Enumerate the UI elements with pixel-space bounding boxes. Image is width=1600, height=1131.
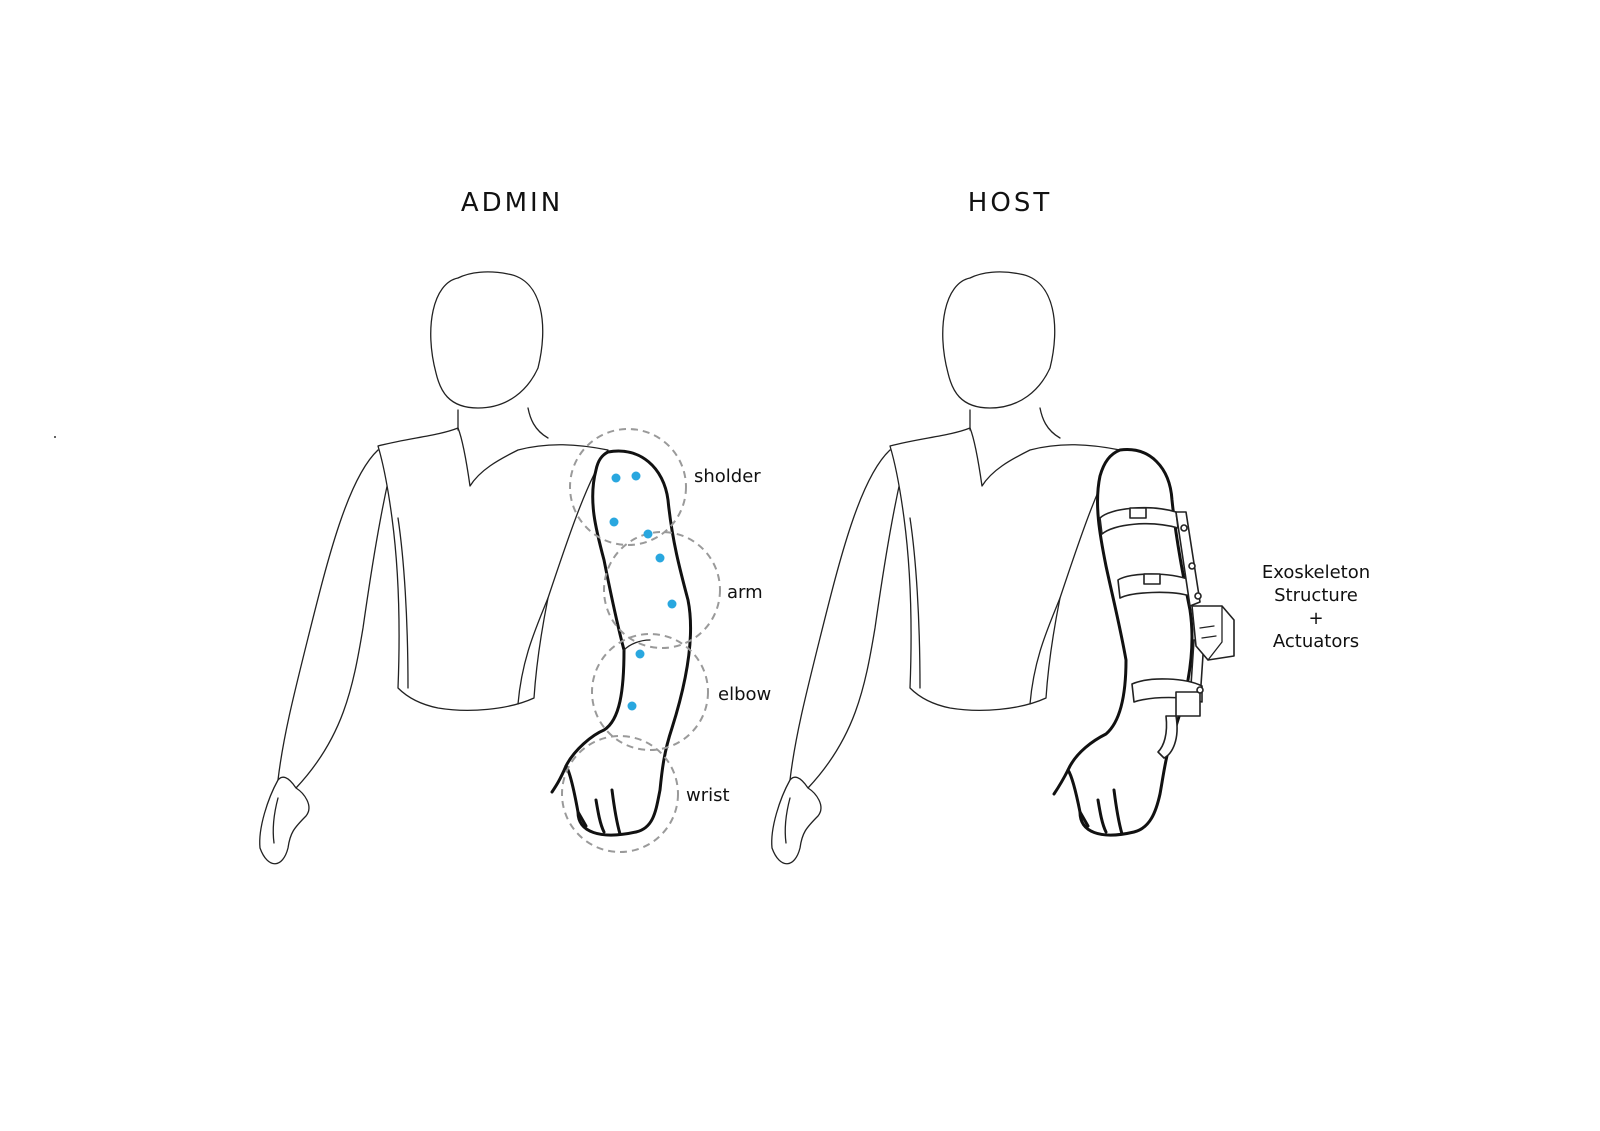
- exo-label-line-1: Exoskeleton: [1262, 562, 1370, 583]
- sensor-dot: [609, 517, 619, 527]
- admin-sensors: [609, 471, 677, 711]
- host-title: HOST: [968, 188, 1052, 218]
- exo-label-line-4: Actuators: [1273, 631, 1359, 652]
- sensor-dot: [611, 473, 621, 483]
- exo-bolt: [1188, 562, 1196, 570]
- exo-buckle: [1129, 507, 1147, 519]
- sensor-dot: [655, 553, 665, 563]
- exo-buckle: [1143, 573, 1161, 585]
- sensor-dot: [627, 701, 637, 711]
- sensor-dot: [667, 599, 677, 609]
- admin-right-arm: [550, 449, 693, 837]
- exo-bolt: [1194, 592, 1202, 600]
- exo-buckle: [1175, 691, 1201, 717]
- stray-mark: [54, 436, 56, 438]
- zone-ring-arm: [603, 531, 721, 649]
- admin-title: ADMIN: [461, 188, 563, 218]
- exo-label-line-2: Structure: [1274, 585, 1358, 606]
- zone-label-shoulder: sholder: [694, 466, 761, 487]
- zone-label-elbow: elbow: [718, 684, 771, 705]
- admin-mannequin: [259, 271, 609, 865]
- exo-bolt: [1196, 686, 1204, 694]
- exo-label-line-3: +: [1308, 608, 1323, 629]
- admin-zone-rings: [561, 428, 721, 853]
- admin-zone-labels: sholder arm elbow wrist: [686, 466, 771, 806]
- exo-rail: [1175, 511, 1201, 607]
- host-mannequin: [771, 271, 1121, 865]
- sensor-dot: [643, 529, 653, 539]
- exo-bolt: [1180, 524, 1188, 532]
- zone-ring-shoulder: [569, 428, 687, 546]
- host-panel: HOST: [771, 188, 1370, 865]
- sensor-dot: [631, 471, 641, 481]
- zone-label-wrist: wrist: [686, 785, 730, 806]
- admin-panel: ADMIN: [259, 188, 771, 865]
- zone-label-arm: arm: [727, 582, 763, 603]
- sensor-dot: [635, 649, 645, 659]
- host-right-arm: [1052, 448, 1194, 837]
- host-annotation: Exoskeleton Structure + Actuators: [1262, 562, 1370, 652]
- zone-ring-wrist: [561, 735, 679, 853]
- exoskeleton: [1099, 506, 1235, 759]
- exo-forearm-cuff: [1157, 715, 1178, 759]
- zone-ring-elbow: [591, 633, 709, 751]
